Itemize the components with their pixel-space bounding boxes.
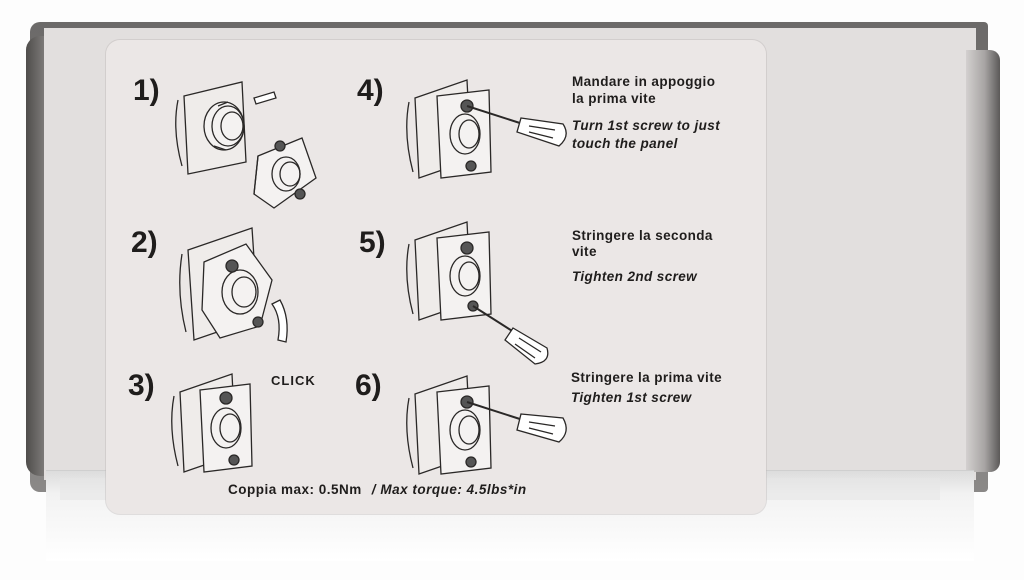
step-5-english-line-1: Tighten 2nd screw — [572, 269, 698, 284]
torque-english: Max torque: 4.5lbs*in — [380, 482, 527, 497]
step-3-illustration — [170, 368, 270, 478]
step-1-number: 1) — [133, 74, 160, 107]
max-torque-note: Coppia max: 0.5Nm / Max torque: 4.5lbs*in — [228, 482, 527, 497]
step-3-number: 3) — [128, 369, 155, 402]
step-2-illustration — [176, 222, 306, 350]
step-4-english-line-2: touch the panel — [572, 136, 678, 151]
step-6-number: 6) — [355, 369, 382, 402]
torque-separator: / — [371, 482, 377, 497]
step-4-italian-line-1: Mandare in appoggio — [572, 74, 716, 89]
step-6-english-line-1: Tighten 1st screw — [571, 390, 692, 405]
step-5-italian-line-2: vite — [572, 244, 597, 259]
step-6-italian-line-1: Stringere la prima vite — [571, 370, 723, 385]
step-2-number: 2) — [131, 226, 158, 259]
box-right-flap — [966, 50, 1000, 472]
step-5-illustration — [405, 216, 575, 366]
step-4-italian-line-2: la prima vite — [572, 91, 656, 106]
step-4-number: 4) — [357, 74, 384, 107]
torque-italian: Coppia max: 0.5Nm — [228, 482, 362, 497]
step-5-number: 5) — [359, 226, 386, 259]
step-4-english-line-1: Turn 1st screw to just — [572, 118, 721, 133]
step-4-illustration — [405, 74, 575, 184]
step-5-italian-line-1: Stringere la seconda — [572, 228, 713, 243]
click-label: CLICK — [271, 373, 316, 388]
step-1-illustration — [170, 70, 340, 210]
step-6-illustration — [405, 374, 575, 484]
